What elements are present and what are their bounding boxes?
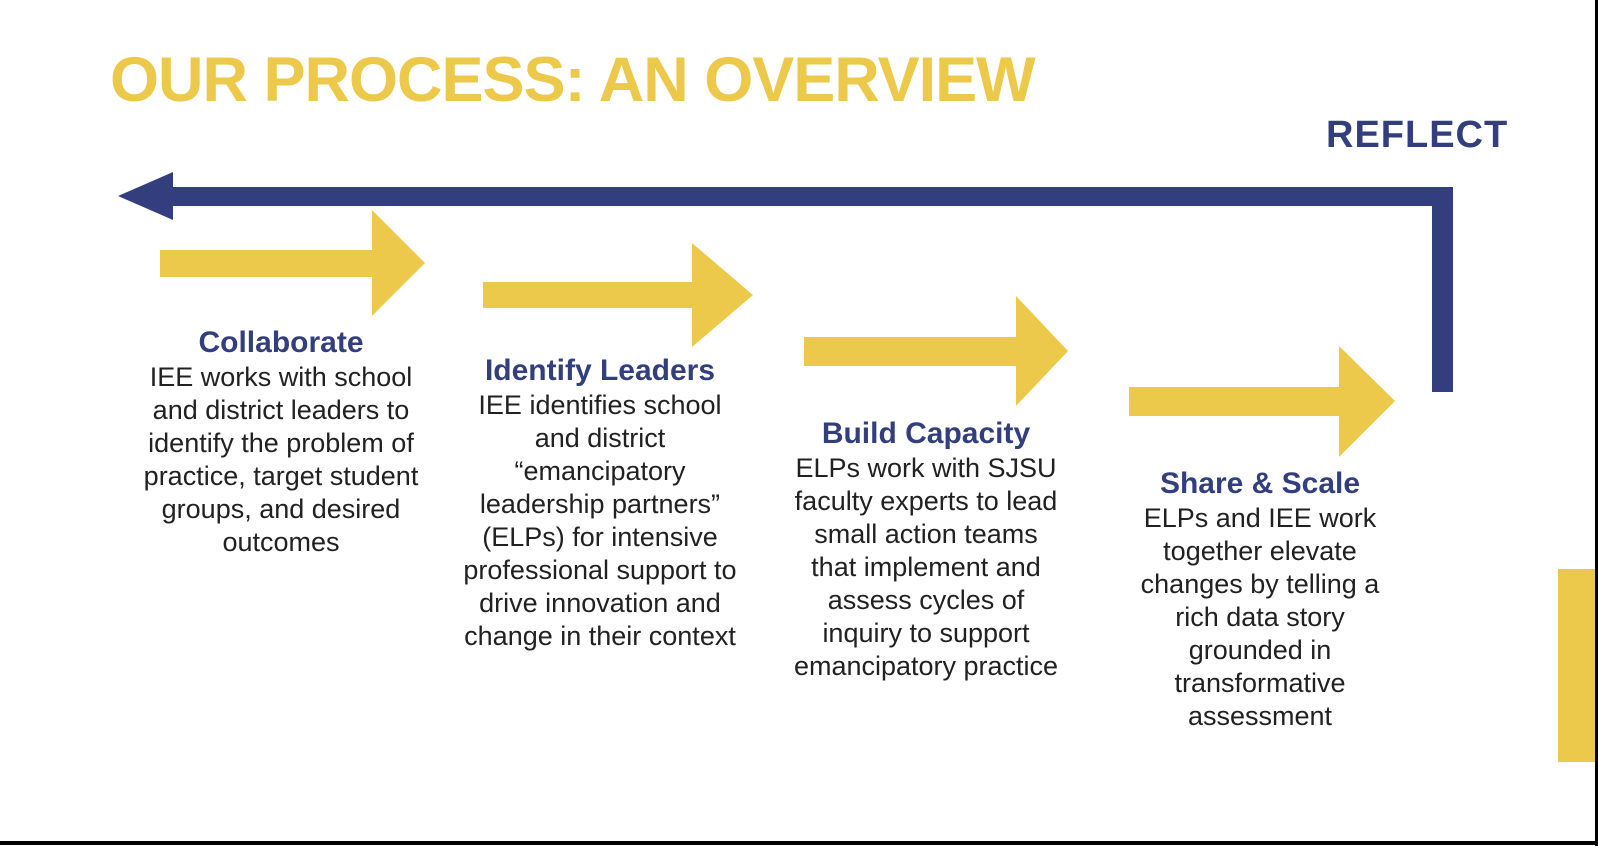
step-build-capacity: Build Capacity ELPs work with SJSU facul… bbox=[788, 417, 1064, 683]
process-arrow-3-icon bbox=[804, 296, 1068, 406]
step-heading: Collaborate bbox=[198, 326, 364, 359]
process-arrow-1-icon bbox=[160, 210, 425, 316]
step-body: IEE works with school and district leade… bbox=[143, 362, 419, 557]
step-body: IEE identifies school and district “eman… bbox=[463, 390, 737, 651]
reflect-label: REFLECT bbox=[1326, 114, 1509, 156]
step-heading: Share & Scale bbox=[1159, 467, 1361, 500]
reflect-arrow-icon bbox=[118, 172, 1453, 392]
step-heading: Identify Leaders bbox=[484, 354, 716, 387]
process-arrow-4-icon bbox=[1129, 346, 1395, 457]
step-collaborate: Collaborate IEE works with school and di… bbox=[142, 326, 420, 559]
step-share-scale: Share & Scale ELPs and IEE work together… bbox=[1118, 467, 1402, 733]
step-body: ELPs work with SJSU faculty experts to l… bbox=[793, 453, 1059, 681]
step-body: ELPs and IEE work together elevate chang… bbox=[1140, 503, 1380, 731]
page-title: OUR PROCESS: AN OVERVIEW bbox=[110, 45, 1036, 115]
step-heading: Build Capacity bbox=[821, 417, 1031, 450]
bottom-edge-border bbox=[0, 841, 1598, 845]
right-edge-border bbox=[1595, 0, 1598, 846]
step-identify-leaders: Identify Leaders IEE identifies school a… bbox=[456, 354, 744, 653]
process-arrow-2-icon bbox=[483, 243, 753, 347]
accent-bar bbox=[1558, 569, 1598, 762]
